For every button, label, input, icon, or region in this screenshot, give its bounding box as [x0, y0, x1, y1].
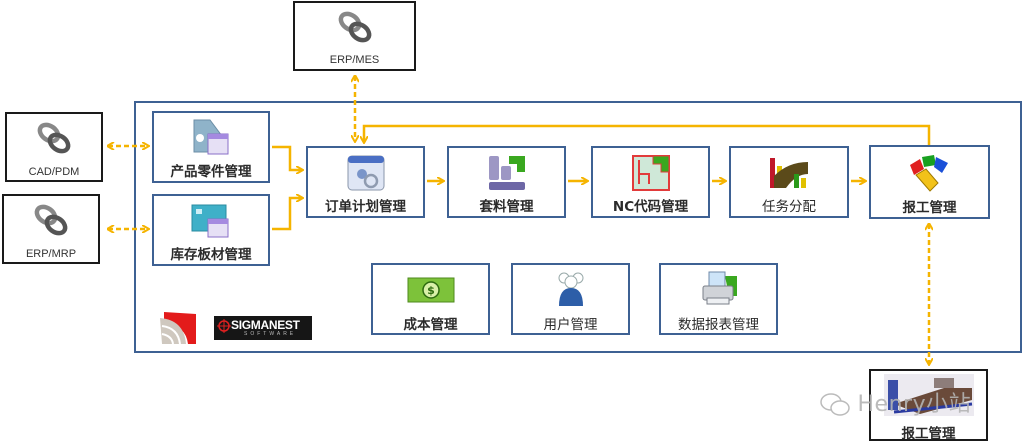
- erp-mrp-box[interactable]: ERP/MRP: [2, 194, 100, 264]
- cad-pdm-box[interactable]: CAD/PDM: [5, 112, 103, 182]
- nc-code-module[interactable]: NC代码管理: [591, 146, 710, 218]
- chain-link-icon: [338, 11, 371, 43]
- work-report-label: 报工管理: [902, 200, 957, 216]
- data-reports-label: 数据报表管理: [678, 317, 759, 333]
- inventory-sheets-module[interactable]: 库存板材管理: [152, 194, 270, 266]
- watermark-text: Henry小站: [857, 392, 972, 417]
- cutting-machine-icon: [883, 374, 974, 416]
- dollar-bill-icon: $: [407, 277, 454, 303]
- machine-label: 报工管理: [901, 426, 956, 442]
- puzzle-pieces-icon: [909, 155, 948, 192]
- nesting-module[interactable]: 套料管理: [447, 146, 566, 218]
- inventory-sheets-label: 库存板材管理: [170, 247, 252, 263]
- order-planning-label: 订单计划管理: [325, 199, 406, 215]
- part-document-icon: [193, 119, 229, 155]
- erp-mrp-label: ERP/MRP: [25, 248, 77, 260]
- printer-icon: [702, 271, 737, 305]
- sigmanest-brand: SIGMANEST: [231, 318, 300, 332]
- watermark: Henry小站: [820, 386, 971, 418]
- cost-module[interactable]: $ 成本管理: [371, 263, 490, 335]
- sigmanest-emblem-icon: [160, 312, 196, 345]
- chain-link-icon: [37, 122, 71, 154]
- order-planning-module[interactable]: 订单计划管理: [306, 146, 425, 218]
- task-assign-label: 任务分配: [762, 199, 816, 215]
- work-report-module[interactable]: 报工管理: [869, 145, 990, 219]
- sigmanest-software: SOFTWARE: [244, 331, 297, 337]
- svg-text:$: $: [427, 284, 435, 297]
- nesting-label: 套料管理: [479, 199, 534, 215]
- erp-mes-label: ERP/MES: [329, 54, 380, 66]
- cad-pdm-label: CAD/PDM: [28, 166, 80, 178]
- chain-link-icon: [34, 204, 68, 236]
- machine-work-report-box[interactable]: 报工管理: [869, 369, 988, 442]
- product-parts-module[interactable]: 产品零件管理: [152, 111, 270, 183]
- wechat-icon: [820, 393, 850, 416]
- sheet-stock-icon: [191, 204, 229, 238]
- data-reports-module[interactable]: 数据报表管理: [659, 263, 778, 335]
- nesting-layout-icon: [488, 156, 525, 190]
- nc-layout-icon: [631, 155, 670, 191]
- erp-mes-box[interactable]: ERP/MES: [293, 1, 416, 71]
- factory-chart-icon: [770, 158, 808, 188]
- window-gears-icon: [347, 155, 384, 191]
- cost-label: 成本管理: [403, 317, 458, 333]
- users-module[interactable]: 用户管理: [511, 263, 630, 335]
- users-label: 用户管理: [543, 317, 598, 333]
- crosshair-icon: [217, 319, 231, 333]
- users-group-icon: [558, 272, 583, 306]
- nc-code-label: NC代码管理: [612, 199, 689, 215]
- sigmanest-logo: SIGMANEST SOFTWARE: [214, 316, 312, 340]
- product-parts-label: 产品零件管理: [170, 164, 252, 180]
- task-assign-module[interactable]: 任务分配: [729, 146, 849, 218]
